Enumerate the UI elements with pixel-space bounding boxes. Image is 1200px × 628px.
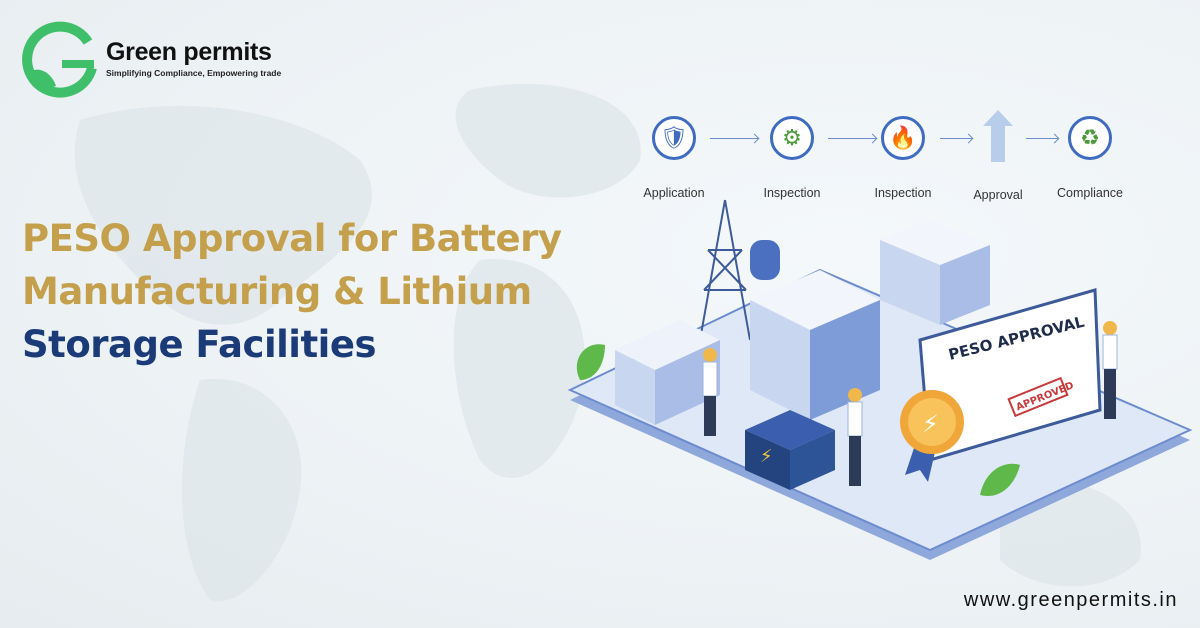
step-label: Inspection: [763, 186, 821, 200]
no-fire-icon: 🔥: [881, 116, 925, 160]
headline-line-3: Storage Facilities: [22, 323, 376, 366]
svg-text:⚡: ⚡: [760, 446, 773, 467]
shield-check-icon: 🛡: [652, 116, 696, 160]
step-label: Compliance: [1056, 186, 1123, 200]
arrow-icon: [710, 138, 758, 139]
step-label: Approval: [973, 188, 1023, 202]
leaves-icon: [576, 344, 1020, 496]
transmission-tower: [699, 199, 751, 341]
step-compliance: ♻ Compliance: [1040, 116, 1140, 200]
facility-illustration: ⚡ PESO APPROVAL APPROVED ⚡: [567, 199, 1193, 560]
arrow-icon: [1026, 138, 1058, 139]
brand-name: Green permits: [106, 38, 272, 66]
green-permits-logo-icon: [22, 21, 97, 98]
brand-tagline: Simplifying Compliance, Empowering trade: [106, 68, 282, 78]
page-headline: PESO Approval for Battery Manufacturing …: [22, 212, 562, 371]
workers: [702, 321, 1118, 486]
process-steps: 🛡 Application ⚙ Inspection 🔥 Inspection …: [640, 110, 1140, 206]
step-application: 🛡 Application: [624, 116, 724, 200]
step-inspection: ⚙ Inspection: [742, 116, 842, 200]
website-url[interactable]: www.greenpermits.in: [963, 589, 1178, 611]
step-approval: Approval: [948, 110, 1048, 202]
step-inspection-fire: 🔥 Inspection: [853, 116, 953, 200]
up-arrow-icon: [983, 110, 1013, 162]
step-label: Inspection: [874, 186, 932, 200]
battery-block: ⚡: [745, 410, 835, 490]
arrow-icon: [940, 138, 972, 139]
factory-buildings: [615, 220, 990, 425]
step-label: Application: [643, 186, 705, 200]
headline-line-1: PESO Approval for Battery: [22, 217, 562, 260]
gold-badge-icon: ⚡: [900, 390, 964, 482]
arrow-icon: [828, 138, 876, 139]
brand-logo[interactable]: Green permits Simplifying Compliance, Em…: [22, 20, 281, 98]
recycle-icon: ♻: [1068, 116, 1112, 160]
gear-icon: ⚙: [770, 116, 814, 160]
headline-line-2: Manufacturing & Lithium: [22, 270, 532, 313]
svg-text:⚡: ⚡: [922, 410, 939, 438]
